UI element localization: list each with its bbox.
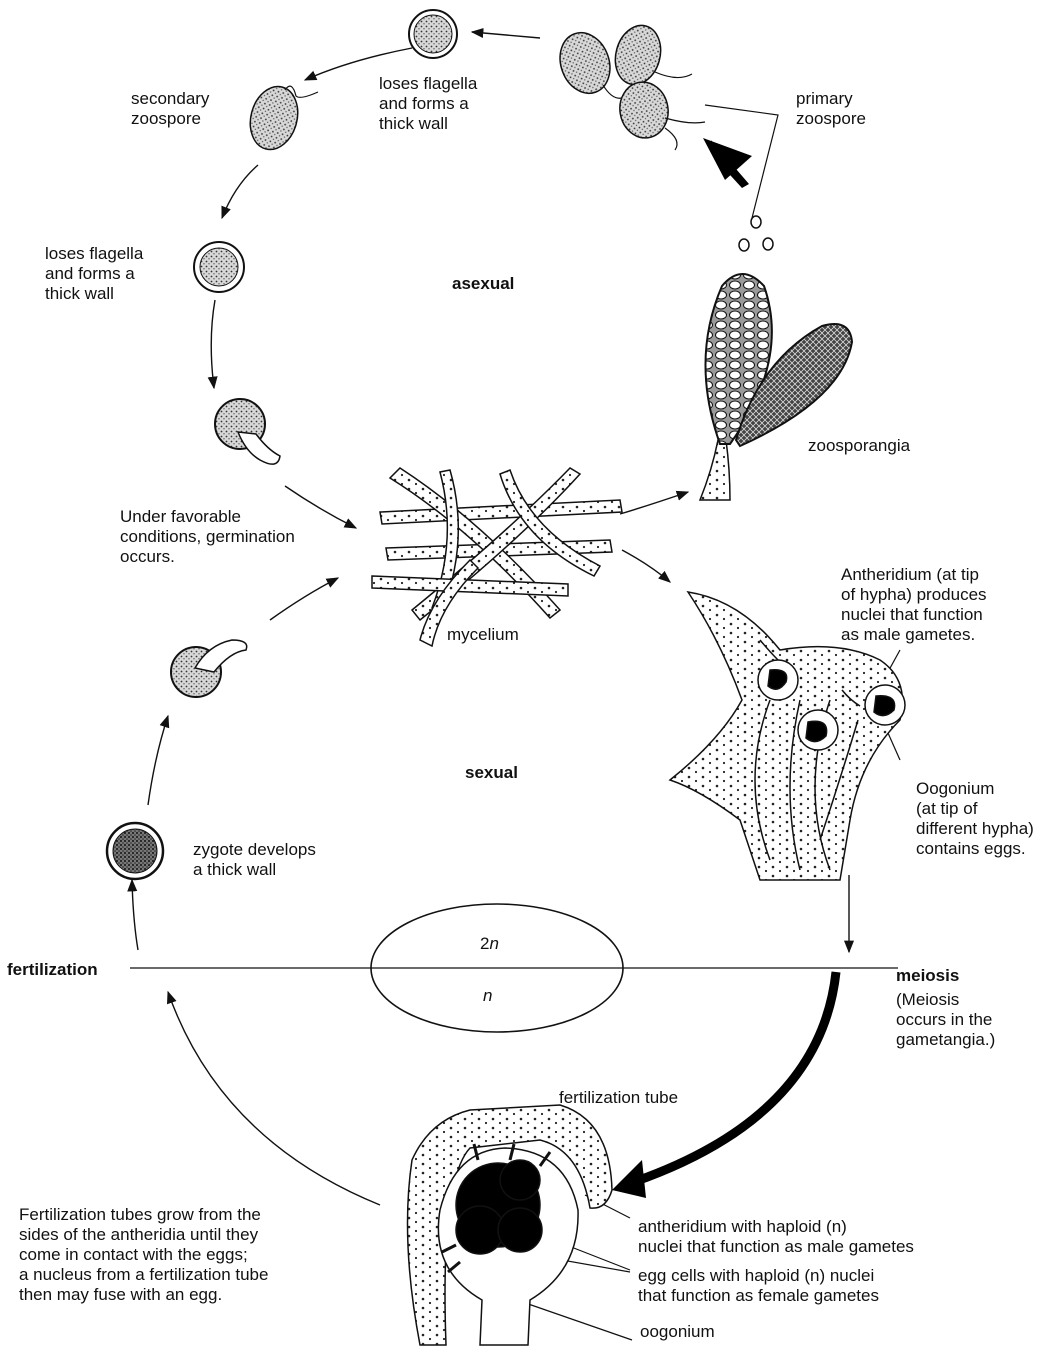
asexual-label: asexual xyxy=(452,274,514,294)
fertilization-label: fertilization xyxy=(7,960,98,980)
arrow-to-zoosporangia xyxy=(620,492,688,514)
thick-arrow-meiosis xyxy=(625,972,836,1185)
arrow-zygote-to-germ xyxy=(148,716,168,805)
arrow-to-encysted-left xyxy=(222,165,258,218)
zygote xyxy=(107,823,163,879)
arrow-germ-to-mycelium xyxy=(270,578,338,620)
arrow-to-germinating-spore xyxy=(211,300,215,388)
antheridium-bottom-label: antheridium with haploid (n)nuclei that … xyxy=(638,1217,914,1257)
ploidy-n-label: n xyxy=(483,986,492,1006)
oogonium-bottom-label: oogonium xyxy=(640,1322,715,1342)
germinating-spore-top xyxy=(215,399,280,464)
released-zoospores xyxy=(739,216,773,251)
germinating-spore-bottom xyxy=(171,640,247,697)
arrow-to-gametangia xyxy=(622,550,670,582)
arrow-fert-to-zygote xyxy=(132,880,138,950)
ploidy-2n-label: 2n xyxy=(480,934,499,954)
encysted-spore-top xyxy=(409,10,457,58)
mycelium-label: mycelium xyxy=(447,625,519,645)
arrow-to-mycelium xyxy=(285,486,356,528)
arrow-primary-to-encysted xyxy=(472,32,540,38)
secondary-zoospore xyxy=(244,81,318,155)
fertilization-tube-label: fertilization tube xyxy=(559,1088,678,1108)
meiosis-label: meiosis xyxy=(896,966,959,986)
sexual-label: sexual xyxy=(465,763,518,783)
zoosporangia-label: zoosporangia xyxy=(808,436,910,456)
fertilization-detail-illustration xyxy=(408,1105,613,1345)
encysted-spore-left xyxy=(194,242,244,292)
mycelium-illustration xyxy=(372,468,622,646)
zoosporangia-illustration xyxy=(700,274,852,500)
thick-arrowhead-meiosis xyxy=(612,1160,646,1198)
thick-arrowhead-release xyxy=(703,138,752,180)
arrow-tube-to-fertilization xyxy=(168,992,380,1205)
primary-zoospores xyxy=(552,20,705,150)
